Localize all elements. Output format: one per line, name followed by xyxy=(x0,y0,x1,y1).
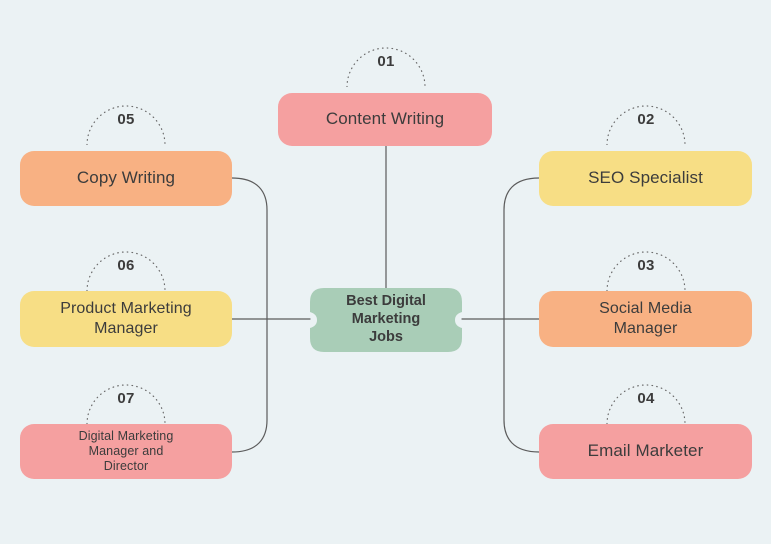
badge-arc-icon xyxy=(606,105,686,145)
node-center-best-digital-marketing-jobs[interactable]: Best Digital Marketing Jobs xyxy=(310,288,462,352)
node-content-writing[interactable]: Content Writing xyxy=(278,93,492,146)
badge-arc-icon xyxy=(606,384,686,424)
badge-number: 07 xyxy=(117,390,135,407)
node-label: Product Marketing Manager xyxy=(46,299,206,338)
center-node-label: Best Digital Marketing Jobs xyxy=(310,288,462,352)
badge-number: 06 xyxy=(117,257,135,274)
node-digital-marketing-manager-director[interactable]: Digital Marketing Manager and Director xyxy=(20,424,232,479)
node-email-marketer[interactable]: Email Marketer xyxy=(539,424,752,479)
badge-arc-icon xyxy=(346,47,426,87)
node-label: Copy Writing xyxy=(76,168,176,188)
node-label: Content Writing xyxy=(325,109,445,129)
node-label: SEO Specialist xyxy=(588,168,703,188)
badge-number: 04 xyxy=(637,390,655,407)
connector-right-trunk xyxy=(503,177,540,453)
badge-arc-icon xyxy=(86,251,166,291)
badge-07: 07 xyxy=(83,378,169,424)
badge-03: 03 xyxy=(603,245,689,291)
badge-number: 03 xyxy=(637,257,655,274)
badge-number: 05 xyxy=(117,111,135,128)
badge-04: 04 xyxy=(603,378,689,424)
node-social-media-manager[interactable]: Social Media Manager xyxy=(539,291,752,347)
badge-number: 02 xyxy=(637,111,655,128)
node-label-line3: Director xyxy=(103,459,149,474)
center-label-line1: Best Digital xyxy=(346,293,426,310)
center-label-line3: Jobs xyxy=(369,328,403,345)
center-label-line2: Marketing xyxy=(351,311,421,328)
center-node-shape xyxy=(310,288,462,352)
node-product-marketing-manager[interactable]: Product Marketing Manager xyxy=(20,291,232,347)
node-label: Email Marketer xyxy=(587,441,704,461)
node-seo-specialist[interactable]: SEO Specialist xyxy=(539,151,752,206)
badge-arc-icon xyxy=(86,105,166,145)
badge-arc-icon xyxy=(86,384,166,424)
badge-05: 05 xyxy=(83,99,169,145)
node-label: Social Media Manager xyxy=(585,299,706,338)
badge-number: 01 xyxy=(377,53,395,70)
node-label-line2: Manager and xyxy=(88,443,164,458)
badge-arc-icon xyxy=(606,251,686,291)
node-label: Digital Marketing Manager and Director xyxy=(65,429,188,475)
node-label-line2: Manager xyxy=(94,320,158,337)
node-copy-writing[interactable]: Copy Writing xyxy=(20,151,232,206)
node-label-line2: Manager xyxy=(613,320,678,337)
node-label-line1: Social Media xyxy=(599,300,692,318)
node-label-line1: Digital Marketing xyxy=(78,428,174,443)
badge-01: 01 xyxy=(343,41,429,87)
node-label-line1: Product Marketing xyxy=(60,300,192,318)
badge-06: 06 xyxy=(83,245,169,291)
connector-left-trunk xyxy=(231,177,268,453)
badge-02: 02 xyxy=(603,99,689,145)
